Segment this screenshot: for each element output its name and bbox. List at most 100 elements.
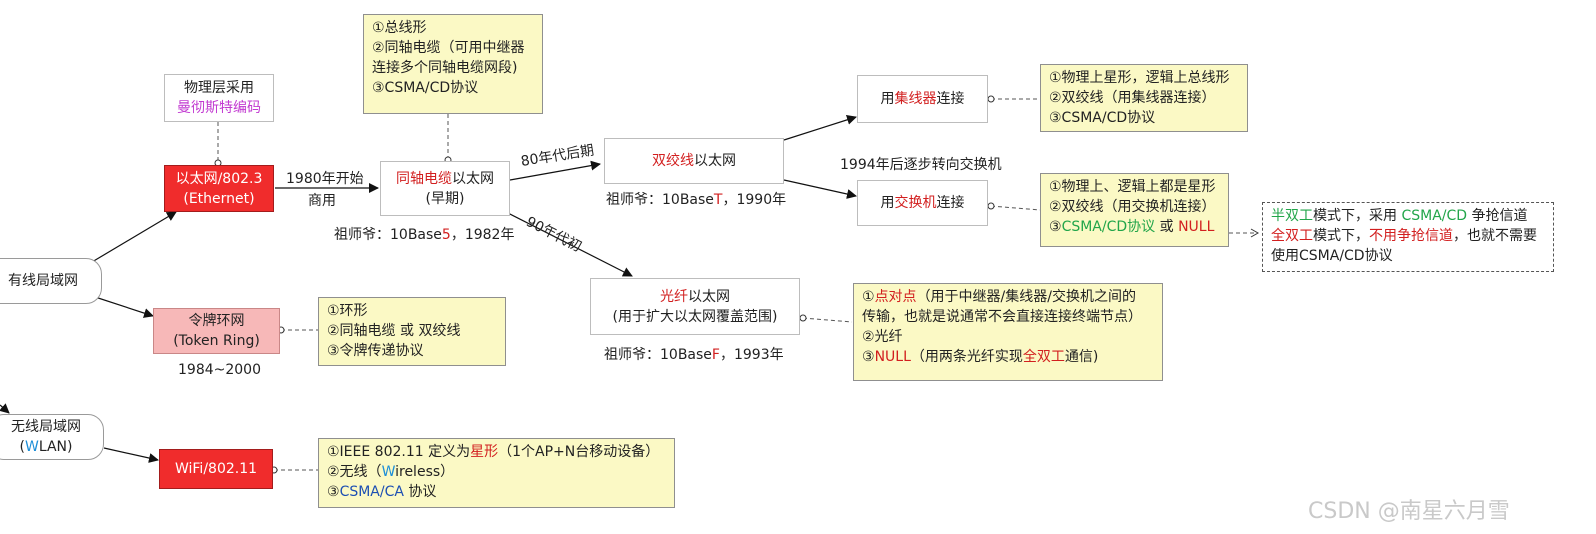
dash-switch-note bbox=[990, 205, 1041, 211]
fiber-note-num3: ③ bbox=[862, 349, 875, 365]
switch-note-null: NULL bbox=[1178, 219, 1215, 235]
duplex-l1-end: 争抢信道 bbox=[1467, 208, 1528, 224]
duplex-note-line3: 使用CSMA/CD协议 bbox=[1271, 248, 1393, 264]
coax-origin-year: ，1982年 bbox=[450, 227, 515, 243]
hub-connection-node: 用集线器连接 bbox=[857, 75, 988, 123]
hub-note: ①物理上星形，逻辑上总线形 ②双绞线（用集线器连接） ③CSMA/CD协议 bbox=[1040, 64, 1248, 132]
duplex-note-line1: 半双工模式下，采用 CSMA/CD 争抢信道 bbox=[1271, 206, 1545, 226]
wlan-title: 无线局域网 bbox=[11, 419, 81, 435]
ethernet-title: 以太网/802.3 bbox=[175, 170, 263, 187]
arrow-wired-to-ethernet bbox=[91, 211, 177, 263]
fiber-highlight: 光纤 bbox=[660, 288, 688, 305]
wifi-note-line3: ③CSMA/CA 协议 bbox=[327, 482, 666, 502]
hub-label: 用集线器连接 bbox=[881, 89, 965, 109]
fiber-ethernet-node: 光纤以太网 (用于扩大以太网覆盖范围) bbox=[590, 278, 800, 335]
arrow-offscreen bbox=[0, 403, 10, 414]
switch-connection-node: 用交换机连接 bbox=[857, 180, 988, 226]
fiber-origin-f: F bbox=[711, 347, 720, 363]
coax-ethernet-word: 以太网 bbox=[452, 170, 494, 187]
wlan-node: 无线局域网 (WLAN) bbox=[0, 414, 104, 460]
wifi-note-line2: ②无线（Wireless） bbox=[327, 462, 666, 482]
coax-highlight: 同轴电缆 bbox=[396, 170, 452, 187]
switch-note: ①物理上、逻辑上都是星形 ②双绞线（用交换机连接） ③CSMA/CD协议 或 N… bbox=[1040, 173, 1229, 247]
switch-highlight: 交换机 bbox=[894, 195, 937, 211]
coax-title: 同轴电缆以太网 bbox=[396, 169, 494, 189]
duplex-csmacd: CSMA/CD bbox=[1401, 208, 1468, 224]
hub-note-line2: ②双绞线（用集线器连接） bbox=[1049, 90, 1216, 106]
fiber-null: NULL bbox=[874, 349, 911, 365]
arrow-twisted-to-switch bbox=[783, 179, 857, 199]
fiber-note: ①点对点（用于中继器/集线器/交换机之间的 传输，也就是说通常不会直接连接终端节… bbox=[853, 283, 1163, 381]
point-to-point-word: 点对点 bbox=[874, 289, 917, 305]
fiber-subtitle: (用于扩大以太网覆盖范围) bbox=[612, 308, 778, 325]
open-arrowhead-duplex bbox=[1250, 228, 1260, 238]
wired-lan-node: 有线局域网 bbox=[0, 258, 102, 304]
twisted-ethernet-word: 以太网 bbox=[694, 153, 736, 169]
fiber-origin-year: ，1993年 bbox=[719, 347, 784, 363]
switch-label: 用交换机连接 bbox=[881, 193, 965, 213]
ethernet-subtitle: (Ethernet) bbox=[183, 190, 255, 207]
fiber-note-l4-end: 通信) bbox=[1064, 349, 1099, 365]
fiber-title: 光纤以太网 bbox=[660, 287, 730, 307]
wired-lan-label: 有线局域网 bbox=[8, 273, 78, 289]
wifi-note-num3: ③ bbox=[327, 484, 340, 500]
wifi-note-line1: ①IEEE 802.11 定义为星形（1个AP+N台移动设备） bbox=[327, 442, 666, 462]
coax-origin-prefix: 祖师爷：10Base bbox=[334, 227, 442, 243]
fiber-note-line2: 传输，也就是说通常不会直接连接终端节点） bbox=[862, 309, 1142, 325]
token-ring-node: 令牌环网 (Token Ring) bbox=[153, 308, 280, 354]
token-ring-note: ①环形 ②同轴电缆 或 双绞线 ③令牌传递协议 bbox=[318, 297, 506, 366]
wifi-note: ①IEEE 802.11 定义为星形（1个AP+N台移动设备） ②无线（Wire… bbox=[318, 438, 675, 508]
port-hub-right bbox=[987, 95, 995, 103]
fiber-note-line4: ③NULL（用两条光纤实现全双工通信) bbox=[862, 347, 1154, 367]
arrow-coax-to-fiber bbox=[505, 211, 633, 277]
wifi-note-l3-end: 协议 bbox=[403, 484, 437, 500]
fiber-origin-label: 祖师爷：10BaseF，1993年 bbox=[604, 346, 784, 364]
csdn-watermark: CSDN @南星六月雪 bbox=[1308, 499, 1510, 524]
duplex-note-line2: 全双工模式下，不用争抢信道，也就不需要 bbox=[1271, 226, 1545, 246]
wifi-note-l2-end: ireless） bbox=[395, 464, 455, 480]
token-note-line1: ①环形 bbox=[327, 303, 368, 319]
wifi-note-l1-end: （1个AP+N台移动设备） bbox=[498, 444, 660, 460]
duplex-l1-mid: 模式下，采用 bbox=[1313, 208, 1402, 224]
ethernet-node: 以太网/802.3 (Ethernet) bbox=[164, 165, 274, 212]
duplex-note: 半双工模式下，采用 CSMA/CD 争抢信道 全双工模式下，不用争抢信道，也就不… bbox=[1262, 202, 1554, 272]
token-ring-title: 令牌环网 bbox=[188, 313, 245, 329]
wireless-w: W bbox=[381, 464, 396, 480]
half-duplex-word: 半双工 bbox=[1271, 208, 1313, 224]
csma-ca: CSMA/CA bbox=[339, 484, 404, 500]
switch-note-or: 或 bbox=[1155, 219, 1179, 235]
dash-fiber-note bbox=[802, 317, 853, 323]
physical-layer-label: 物理层采用 bbox=[184, 80, 254, 96]
coax-note-line4: ③CSMA/CD协议 bbox=[372, 80, 479, 96]
switch-note-csmacd: CSMA/CD协议 bbox=[1061, 219, 1156, 235]
hub-prefix: 用 bbox=[880, 91, 895, 107]
coax-note-line1: ①总线形 bbox=[372, 20, 427, 36]
switch-note-line1: ①物理上、逻辑上都是星形 bbox=[1049, 179, 1216, 195]
arrow-twisted-to-hub bbox=[783, 114, 857, 141]
full-duplex-word: 全双工 bbox=[1271, 228, 1313, 244]
token-note-line3: ③令牌传递协议 bbox=[327, 343, 424, 359]
wifi-node: WiFi/802.11 bbox=[159, 449, 273, 489]
fiber-note-l1-rest: （用于中继器/集线器/交换机之间的 bbox=[916, 289, 1136, 305]
label-switch-shift: 1994年后逐步转向交换机 bbox=[840, 157, 1002, 173]
fiber-origin-prefix: 祖师爷：10Base bbox=[604, 347, 712, 363]
wlan-subtitle: (WLAN) bbox=[20, 437, 73, 457]
token-ring-years: 1984~2000 bbox=[178, 362, 261, 378]
token-ring-subtitle: (Token Ring) bbox=[173, 333, 260, 349]
fiber-note-num1: ① bbox=[862, 289, 875, 305]
wifi-note-l2-start: ②无线（ bbox=[327, 464, 382, 480]
switch-note-line3: ③CSMA/CD协议 或 NULL bbox=[1049, 217, 1220, 237]
star-word: 星形 bbox=[470, 444, 499, 460]
twisted-origin-prefix: 祖师爷：10Base bbox=[606, 192, 714, 208]
physical-layer-node: 物理层采用 曼彻斯特编码 bbox=[164, 74, 274, 122]
coax-origin-5: 5 bbox=[441, 227, 451, 243]
wifi-note-l1-start: ①IEEE 802.11 定义为 bbox=[327, 444, 471, 460]
hub-suffix: 连接 bbox=[936, 91, 965, 107]
hub-note-line3: ③CSMA/CD协议 bbox=[1049, 110, 1156, 126]
fiber-note-line1: ①点对点（用于中继器/集线器/交换机之间的 bbox=[862, 287, 1154, 307]
fiber-note-line3: ②光纤 bbox=[862, 329, 903, 345]
switch-note-num: ③ bbox=[1049, 219, 1062, 235]
twisted-highlight: 双绞线 bbox=[652, 153, 694, 169]
manchester-encoding-label: 曼彻斯特编码 bbox=[177, 100, 261, 116]
